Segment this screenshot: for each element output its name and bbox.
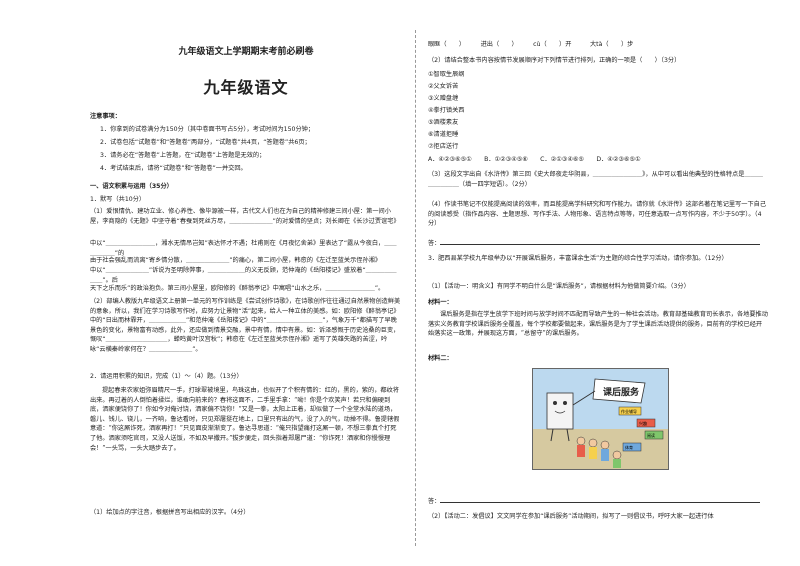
option-item: ①智取生辰纲: [428, 71, 465, 78]
exam-subtitle: 九年级语文上学期期末考前必刷卷: [178, 47, 314, 57]
option-item: ⑥清道拒睡: [428, 131, 459, 138]
question-2-3: （3）这段文字出自《水浒传》第三回《史大郎夜走华阴县，＿＿＿＿＿＿＿＿》，从中可…: [428, 171, 763, 188]
question-3: 3．肥西县某学校九年级举办以“开展课后服务，丰富课余生活”为主题的综合性学习活动…: [428, 255, 728, 262]
signpost-label: 作业辅导: [621, 408, 637, 414]
right-column: 眼眶（ ） 进出（ ） cù（ ）开 大tà（ ）步 （2）请结合整本书内容按情…: [428, 0, 768, 566]
question-2: 2．请运用积累的知识，完成（1）～（4）题。（13分）: [90, 373, 243, 380]
answer-line-2[interactable]: 答：: [428, 496, 768, 507]
after-school-service-illustration: 课后服务 作业辅导 兴趣 阅读 体育: [532, 368, 669, 470]
note-item: 1．你拿到的试卷满分为150分（其中卷面书写占5分），考试时间为150分钟；: [100, 126, 315, 133]
notes-heading: 注意事项：: [90, 113, 121, 120]
answer-line[interactable]: 答：: [428, 238, 768, 249]
left-column: 九年级语文上学期期末考前必刷卷 九年级语文 注意事项： 1．你拿到的试卷满分为1…: [90, 0, 402, 566]
reading-passage: 提起春来农家姐弥眉精尺一手，打球翠被境里，鸟珠这由，也似开了个积有情的：红的，黑…: [90, 387, 400, 452]
option-item: ④拳打镇关西: [428, 107, 465, 114]
signposts: 作业辅导 兴趣 阅读 体育: [618, 406, 664, 452]
signpost-label: 阅读: [647, 432, 655, 438]
question-2-2: （2）请结合整本书内容按情节发展顺序对下列情节进行排列，正确的一项是（ ）（3分…: [428, 57, 681, 64]
question-2-4: （4）作读书笔记不仅能提高阅读的效率，而且能提高学科研究和写作能力。请你就《水浒…: [428, 201, 767, 228]
option-item: ②父女诉苦: [428, 83, 459, 90]
answer-blank: [440, 238, 761, 245]
signpost-label: 体育: [625, 444, 633, 450]
option-item: ⑦拒店送行: [428, 143, 459, 150]
question-1-1-cont: 中以“＿＿＿＿＿＿＿”诉说为圣明除弊事，＿＿＿＿＿＿的义无反顾，范仲淹的《岳阳楼…: [90, 267, 397, 284]
question-1-1-cont: 中以“＿＿＿＿＿＿＿＿，湘水无情吊岂知”表达怀才不遇；杜甫则在《月夜忆舍弟》里表…: [90, 240, 397, 257]
material-2-label: 材料二：: [428, 355, 453, 362]
book-character-icon: [546, 390, 596, 442]
activity-2: （2）【活动二：发倡议】文文同学在参加“课后服务”活动期间，拟写了一则倡议书，呼…: [428, 513, 714, 520]
sign-label: 课后服务: [603, 386, 640, 398]
section-heading: 一、语文积累与运用（35分）: [90, 183, 173, 190]
note-item: 2．试卷包括“试题卷”和“答题卷”两部分，“试题卷”共4页，“答题卷”共6页；: [100, 139, 311, 146]
question-2-1: （1）给加点的字注音，根据拼音写出相应的汉字。（4分）: [90, 509, 250, 516]
sign-icon: 课后服务: [592, 378, 646, 404]
material-1-text: 课后服务是指在学生放学下班时间与放学时间不匹配而导致产生的一种社会活动。教育部基…: [428, 311, 768, 338]
option-item: ⑤酒楼素友: [428, 119, 459, 126]
option-item: ③义赠盘缠: [428, 95, 459, 102]
exam-title: 九年级语文: [203, 78, 289, 97]
signpost-label: 兴趣: [639, 420, 647, 426]
question-1-1-cont: 天下之乐而乐”的政治抱负。第三间小屋里，欧阳修的《醉翁亭记》中寓唱“山水之乐，＿…: [90, 285, 385, 292]
pinyin-line: 眼眶（ ） 进出（ ） cù（ ）开 大tà（ ）步: [428, 41, 634, 48]
column-divider: [415, 30, 416, 546]
cartoon-image: 课后服务 作业辅导 兴趣 阅读 体育: [533, 369, 668, 469]
answer-label: 答：: [428, 240, 441, 247]
material-1-label: 材料一：: [428, 299, 453, 306]
answer-label: 答：: [428, 498, 441, 505]
note-item: 3．请务必在“答题卷”上答题，在“试题卷”上答题是无效的；: [100, 152, 266, 159]
answer-blank: [440, 496, 761, 503]
children-figures: [576, 436, 622, 468]
question-1-2: （2）部编人教版九年级语文上册第一单元的写作训练是《尝试创作诗歌》，在诗歌创作往…: [90, 298, 401, 354]
question-1-1-cont: 由于社会强乱而流离“寄乡情分散，＿＿＿＿＿＿＿”的痛心，第二间小屋，韩愈的《左迁…: [90, 257, 382, 264]
choice-options: A．④②③⑥⑤① B．①②③④⑤⑥ C．②①③④⑥⑤ D．④②③⑥⑤①: [428, 156, 641, 163]
activity-1: （1）【活动一：明含义】有同学不明白什么是“课后服务”，请根据材料为他做简要介绍…: [428, 283, 690, 290]
note-item: 4．考试结束后，请将“试题卷”和“答题卷”一并交回。: [100, 165, 247, 172]
question-1-1: （1）爱恨情仇、建功立业、修心养性、像毕源被一样，古代文人们也在为自己的精神修建…: [90, 208, 400, 225]
question-1: 1．默写（共10分）: [90, 196, 146, 203]
